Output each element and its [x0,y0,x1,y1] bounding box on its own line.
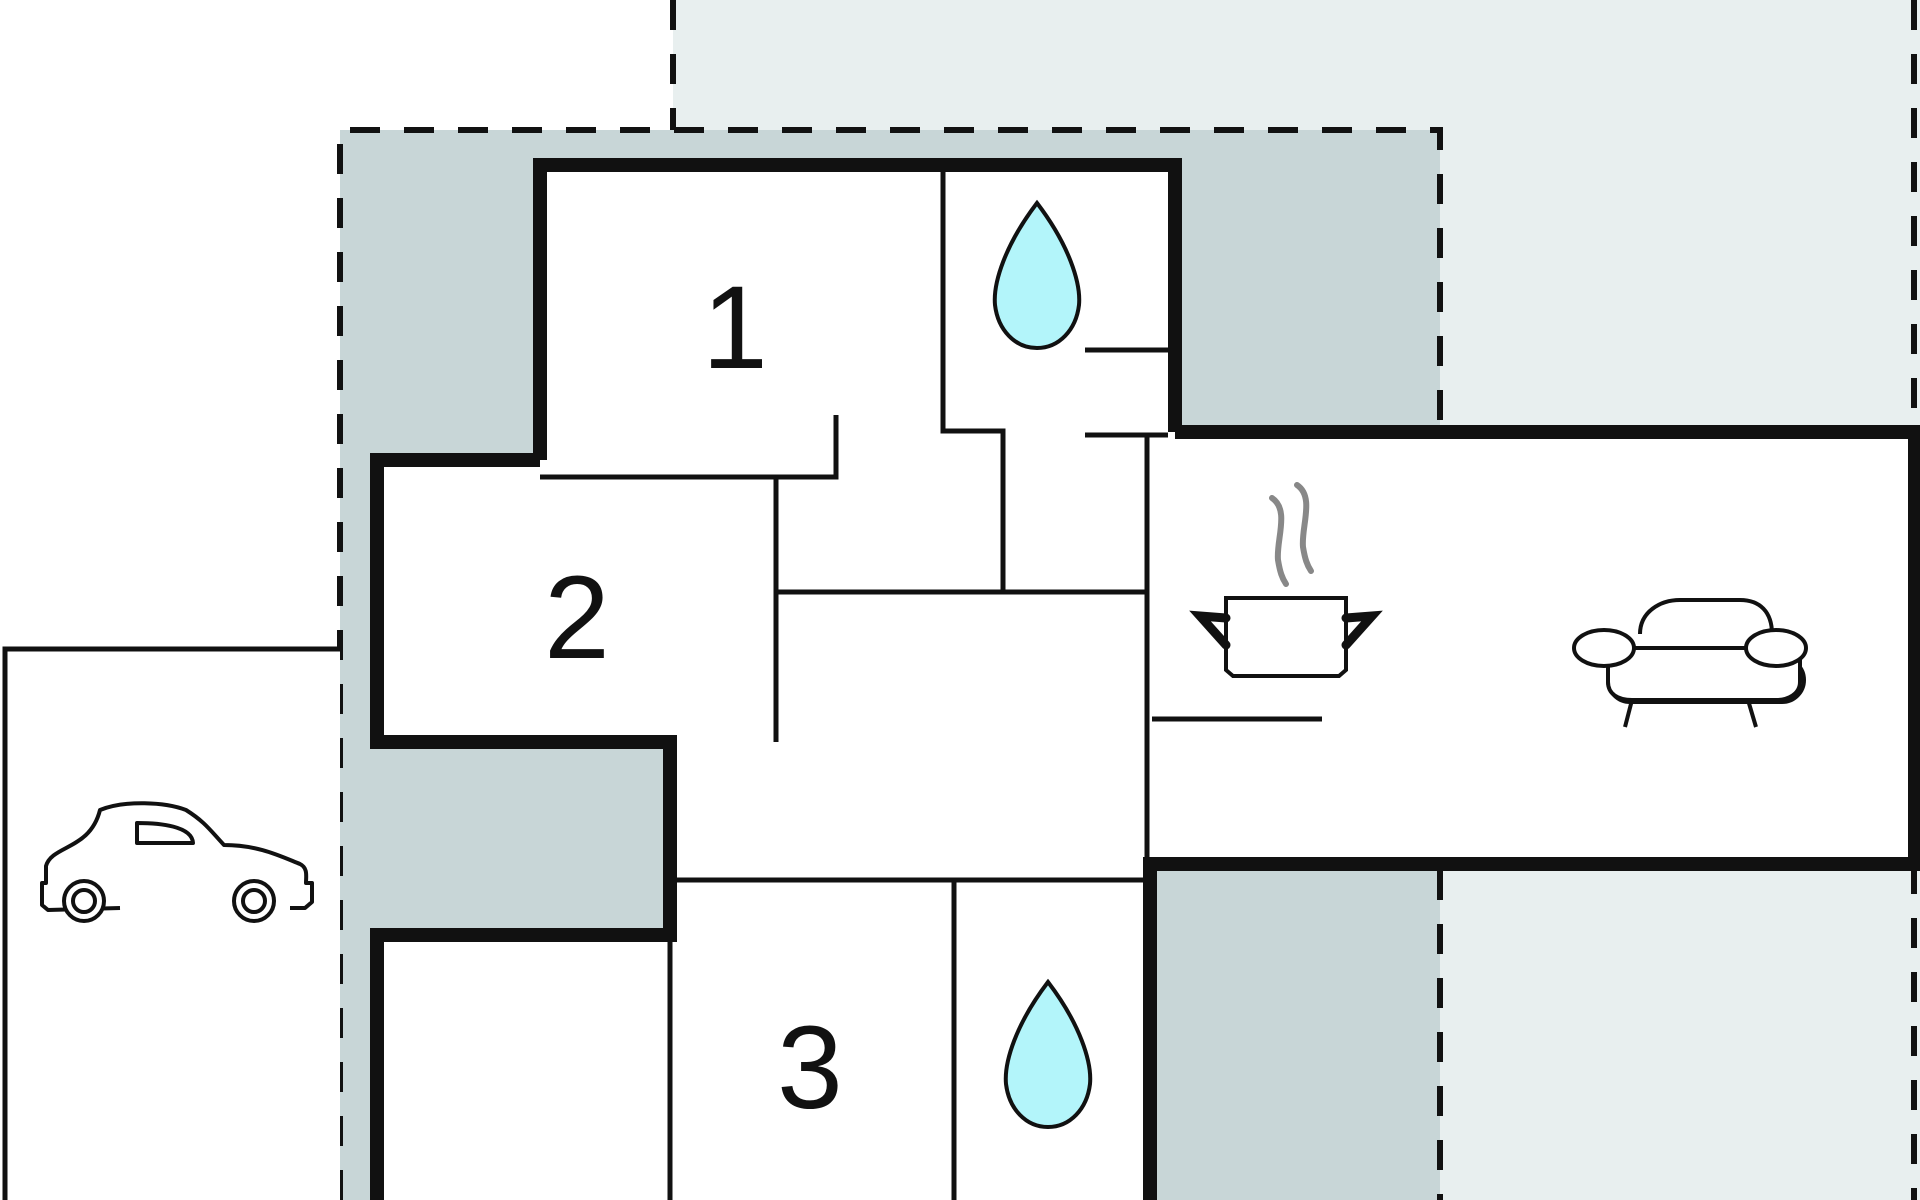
exterior-walls [370,158,1920,1200]
cooking-pot-icon [1189,482,1383,678]
carport-area [4,648,340,1200]
interior-walls [540,165,1322,1200]
room-label-2: 2 [544,552,610,684]
room-label-3: 3 [777,1002,843,1134]
room-labels: 1 2 3 [544,262,843,1134]
sofa-icon [1572,598,1808,728]
room-label-1: 1 [702,262,768,394]
boundary-top [337,127,1443,1200]
water-drop-icon [1003,978,1093,1130]
carport [2,646,340,1200]
car-icon [40,801,314,923]
house-interior [377,165,1910,1200]
terrace-bottom-right [1440,870,1920,1200]
water-drop-icon [992,199,1082,351]
carport-outline [2,646,340,1200]
